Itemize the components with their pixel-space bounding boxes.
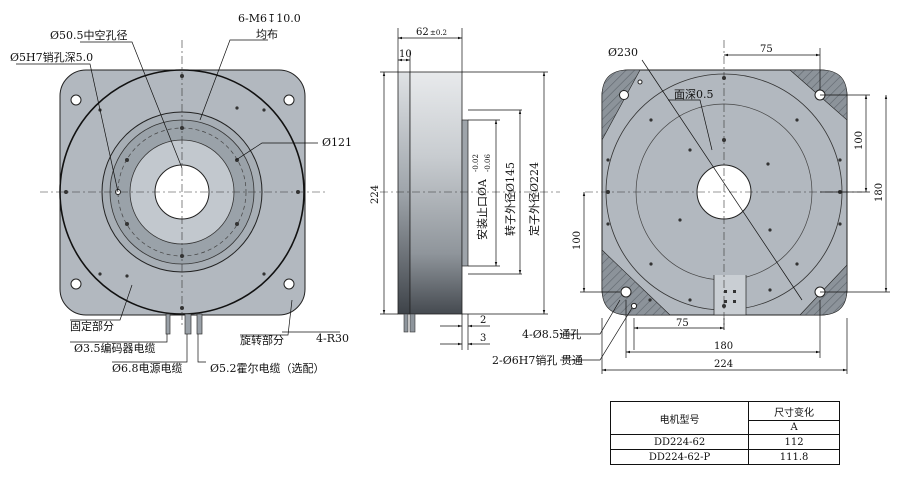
bottom-180-label: 180 [714,341,733,352]
dim-2-label: 2 [480,315,486,326]
front-cables [165,313,203,335]
front-view: Ø50.5中空孔径 Ø5H7销孔深5.0 6-M6↧10.0 均布 Ø121 固… [10,12,352,375]
a-cell: 112 [748,434,840,450]
front-corner-holes [70,94,295,290]
encoder-cable-label: Ø3.5编码器电缆 [74,341,156,355]
spigot-tol-upper: -0.02 [472,154,480,172]
side-height-label: 62 [416,27,429,38]
model-cell: DD224-62-P [609,449,750,465]
hollow-bore-label: Ø50.5中空孔径 [50,28,128,42]
rotor-od-label: 转子外径Ø145 [503,162,517,236]
size-change-header: 尺寸变化 [748,401,840,421]
thread-label: 6-M6↧10.0 [238,12,301,25]
pitch-circle-label: Ø230 [608,46,638,59]
rear-cable-slot [713,275,747,316]
power-cable-label: Ø6.8电源电缆 [112,361,183,375]
side-cables [403,313,416,333]
left-100-label: 100 [572,231,583,250]
table-row: DD224-62 112 [609,434,840,450]
right-100-label: 100 [854,131,865,150]
rotating-part-label: 旋转部分 [240,333,284,347]
bottom-75-label: 75 [676,318,689,329]
corner-radius-label: 4-R30 [316,332,349,345]
face-depth-label: 面深0.5 [674,88,714,101]
rear-slot-holes [724,290,736,303]
side-224-label: 224 [370,185,381,204]
hatch-top-left [601,69,641,141]
spigot-label: 安装止口ØA [475,178,489,240]
dim-3-label: 3 [480,333,486,344]
side-rotor [461,119,469,267]
side-flange [397,71,411,315]
through-hole-label: 4-Ø8.5通孔 [522,328,581,341]
top-75-label: 75 [760,44,773,55]
right-180-label: 180 [874,183,885,202]
a-cell: 111.8 [748,449,840,465]
fixed-part-label: 固定部分 [70,319,114,333]
bolt-circle-label: Ø121 [322,136,352,149]
side-view: 62 ±0.2 10 224 安装止口ØA -0.02 -0.06 转子外径Ø1… [370,27,560,350]
pin-hole-label: Ø5H7销孔深5.0 [10,50,93,64]
stator-od-label: 定子外径Ø224 [527,162,541,236]
a-header: A [748,420,840,435]
rear-view: Ø230 面深0.5 75 100 180 100 75 180 224 4-Ø… [492,40,890,374]
spec-table: 电机型号 尺寸变化 A DD224-62 112 DD224-62-P 111.… [609,401,840,465]
model-cell: DD224-62 [609,434,750,450]
spigot-tol-lower: -0.06 [484,154,492,172]
side-height-tol: ±0.2 [430,29,447,37]
thread-even-label: 均布 [256,28,278,41]
dowel-hole-label: 2-Ø6H7销孔 贯通 [492,353,583,367]
bottom-224-label: 224 [714,359,733,370]
side-body [409,71,463,315]
table-row: DD224-62-P 111.8 [609,449,840,465]
model-header: 电机型号 [609,401,750,435]
side-flange-label: 10 [399,49,412,60]
hall-cable-label: Ø5.2霍尔电缆（选配） [210,362,325,375]
